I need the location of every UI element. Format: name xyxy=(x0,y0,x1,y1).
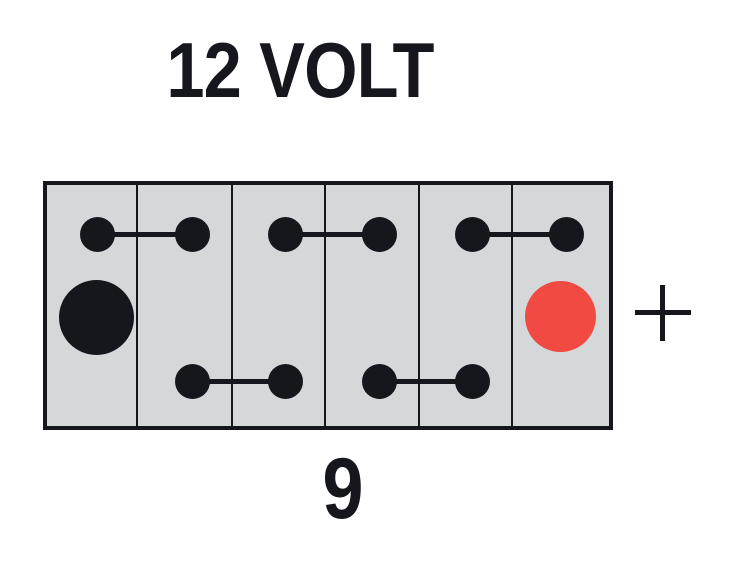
cell-divider-4 xyxy=(418,185,420,426)
cell-post-icon-top-3 xyxy=(268,217,303,252)
cell-connector-strap-top-2 xyxy=(285,232,373,237)
cell-connector-strap-top-3 xyxy=(472,232,560,237)
cell-post-icon-top-6 xyxy=(549,217,584,252)
battery-case xyxy=(43,181,613,430)
cell-divider-1 xyxy=(136,185,138,426)
cell-post-icon-top-4 xyxy=(362,217,397,252)
cell-post-icon-bottom-4 xyxy=(455,364,490,399)
cell-post-icon-bottom-1 xyxy=(175,364,210,399)
plus-icon xyxy=(635,285,691,341)
cell-post-icon-bottom-3 xyxy=(362,364,397,399)
cell-connector-strap-top-1 xyxy=(97,232,185,237)
cell-divider-3 xyxy=(324,185,326,426)
negative-terminal-icon xyxy=(59,280,134,355)
cell-divider-5 xyxy=(511,185,513,426)
cell-connector-strap-bottom-1 xyxy=(192,379,280,384)
diagram-title: 12 VOLT xyxy=(166,26,434,114)
cell-connector-strap-bottom-2 xyxy=(379,379,467,384)
cell-post-icon-top-2 xyxy=(175,217,210,252)
battery-group-number: 9 xyxy=(322,441,364,537)
positive-terminal-icon xyxy=(525,281,596,352)
cell-divider-2 xyxy=(231,185,233,426)
cell-post-icon-top-5 xyxy=(455,217,490,252)
plus-icon-vertical-bar xyxy=(660,285,665,341)
battery-interior xyxy=(47,185,609,426)
cell-post-icon-bottom-2 xyxy=(268,364,303,399)
cell-post-icon-top-1 xyxy=(80,217,115,252)
